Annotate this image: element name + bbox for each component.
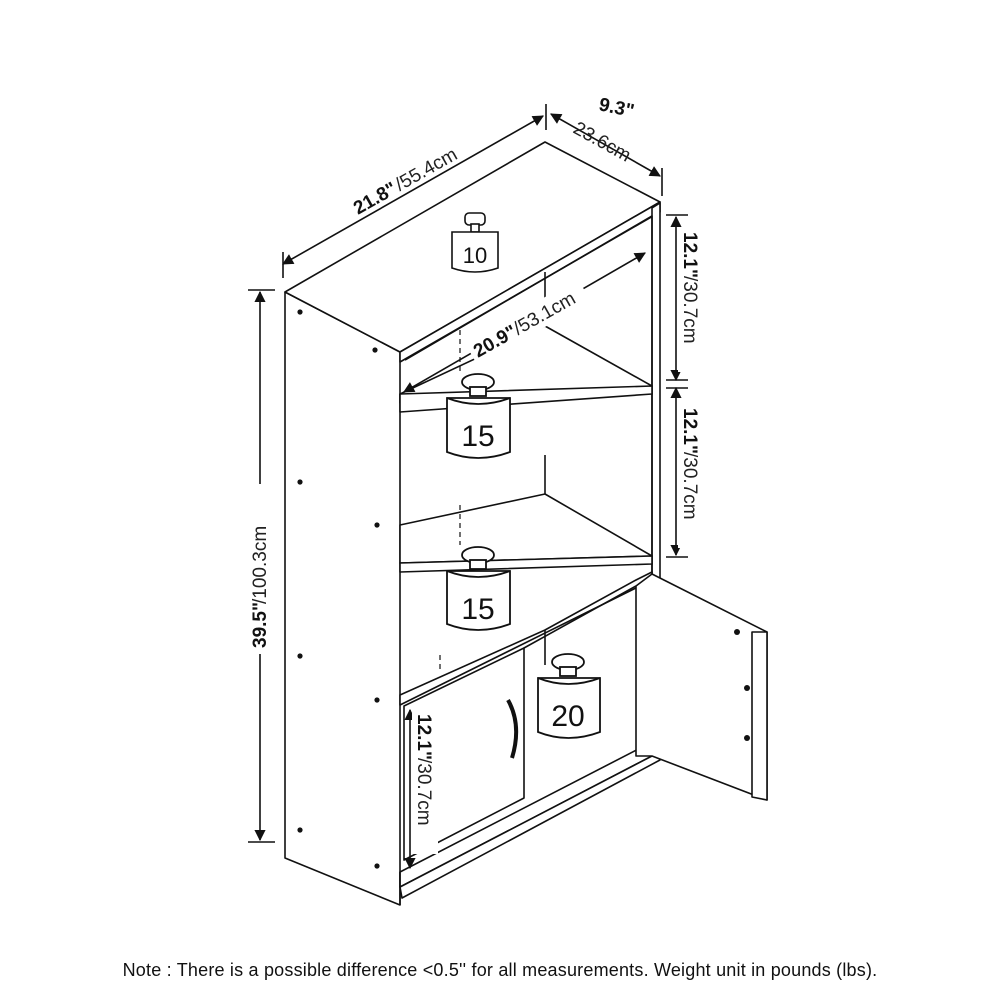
shelf-pin-holes xyxy=(297,309,750,869)
middle-shelf-edge xyxy=(399,555,653,573)
weight-top-label: 10 xyxy=(463,243,487,268)
shelf1-cm: /30.7cm xyxy=(679,276,700,344)
depth-in: 9.3" xyxy=(597,94,636,122)
weight-upper-label: 15 xyxy=(461,420,494,453)
shelf3-label: 12.1" /30.7cm xyxy=(412,710,438,854)
middle-shelf-top xyxy=(399,493,653,564)
height-in: 39.5" xyxy=(250,602,271,648)
weight-cabinet-label: 20 xyxy=(551,700,584,733)
door-handle xyxy=(506,699,519,759)
right-door-edge xyxy=(751,631,768,801)
width-in: 21.8" xyxy=(350,178,400,219)
dimension-lines xyxy=(248,104,688,870)
shelf3-in: 12.1" xyxy=(413,714,434,760)
depth-arrow xyxy=(550,113,661,177)
cabinet-top-line xyxy=(523,585,637,649)
lower-shelf xyxy=(399,571,653,706)
measurement-note: Note : There is a possible difference <0… xyxy=(122,960,878,980)
left-side-panel xyxy=(284,291,401,906)
shelf2-in: 12.1" xyxy=(679,408,700,454)
shelf1-label: 12.1" /30.7cm xyxy=(678,228,704,372)
width-arrow xyxy=(282,115,544,265)
shelf1-in: 12.1" xyxy=(679,232,700,278)
height-cm: /100.3cm xyxy=(250,526,271,604)
height-label: 39.5" /100.3cm xyxy=(246,484,272,654)
width-cm: /55.4cm xyxy=(392,144,461,196)
weight-cabinet: 20 xyxy=(537,653,601,739)
shelf3-cm: /30.7cm xyxy=(413,758,434,826)
shelf2-cm: /30.7cm xyxy=(679,452,700,520)
weight-middle-label: 15 xyxy=(461,593,494,626)
weight-shelf-middle: 15 xyxy=(446,546,511,631)
shelf2-label: 12.1" /30.7cm xyxy=(678,404,704,548)
